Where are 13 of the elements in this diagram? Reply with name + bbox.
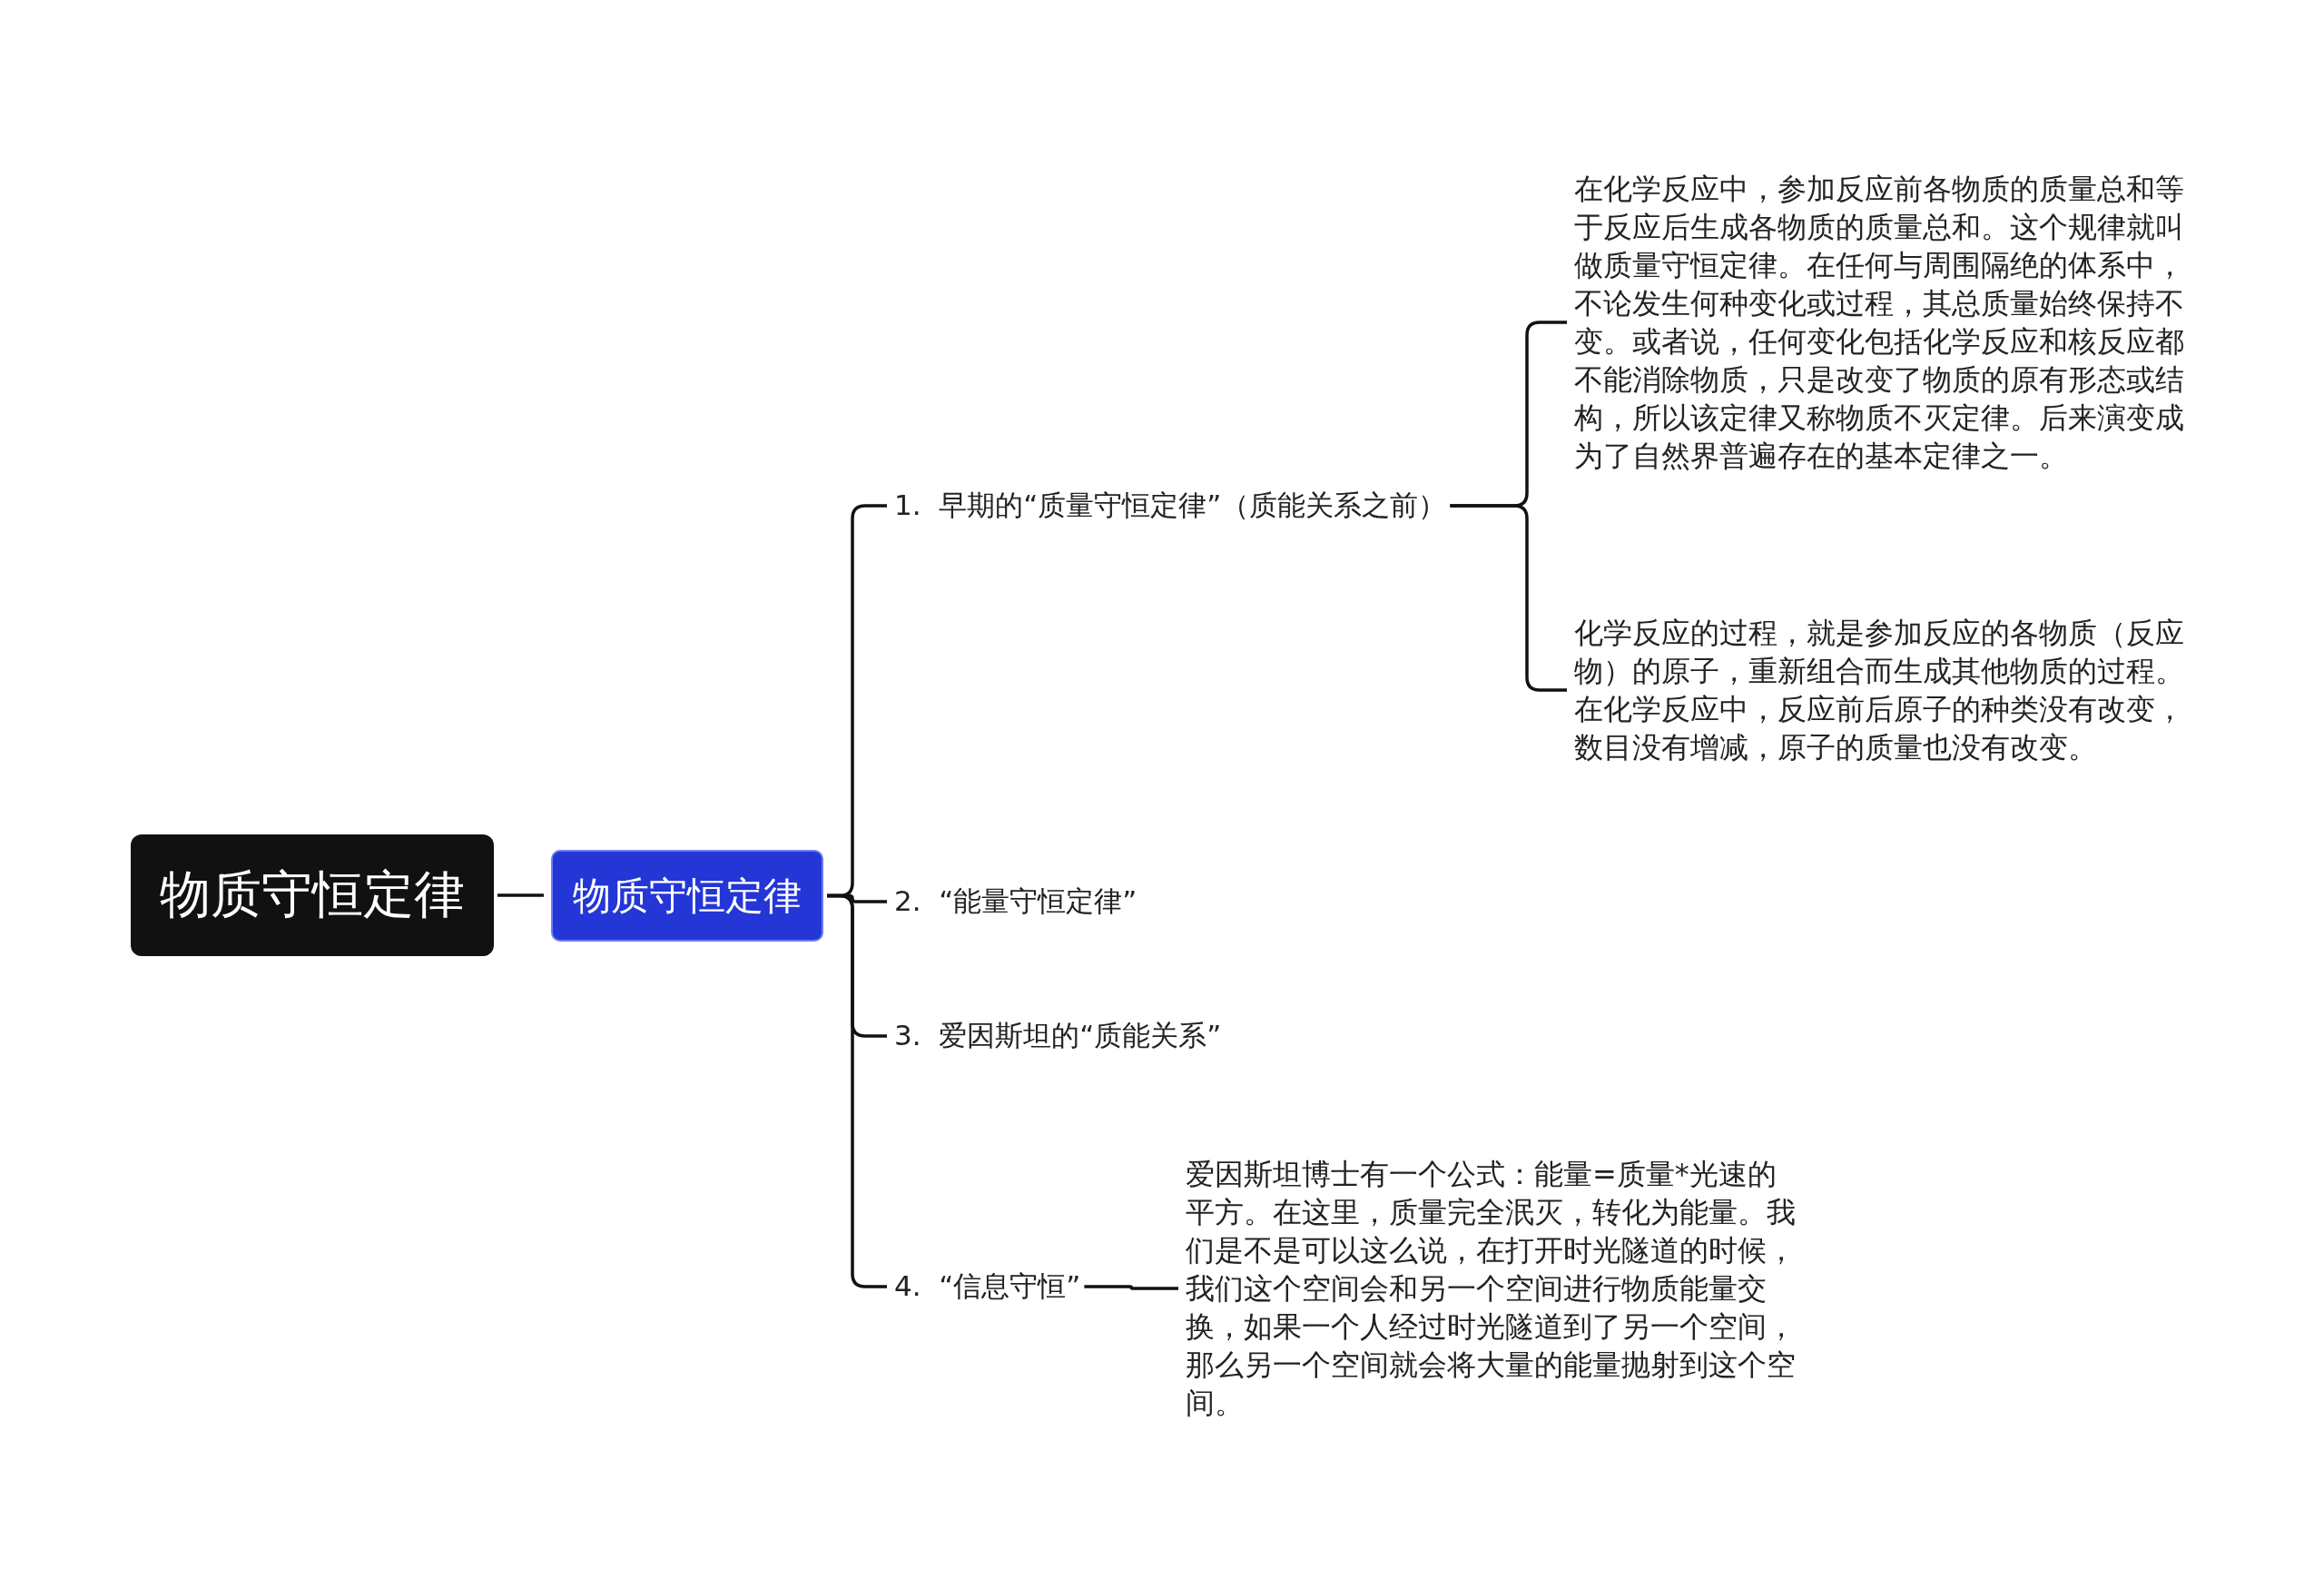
main-topic-box: 物质守恒定律 [551, 850, 823, 942]
root-topic-box: 物质守恒定律 [131, 834, 494, 956]
branch-topic-text: 1. 早期的“质量守恒定律”（质能关系之前） [894, 487, 1447, 525]
connector-line [827, 893, 887, 1288]
detail-paragraph: 爱因斯坦博士有一个公式：能量=质量*光速的平方。在这里，质量完全泯灭，转化为能量。我们是不是可以这么说，在打开时光隧道的时候，我们这个空间会和另一个空间进行物质能量交换，如果一个人经过时光隧道到了另一个空间，那么另一个空间就会将大量的能量抛射到这个空间。 [1186, 1155, 1803, 1422]
branch-topic-text: 4. “信息守恒” [894, 1268, 1081, 1306]
connector-line [497, 893, 544, 897]
detail-paragraph: 化学反应的过程，就是参加反应的各物质（反应物）的原子，重新组合而生成其他物质的过程。在化学反应中，反应前后原子的种类没有改变，数目没有增减，原子的质量也没有改变。 [1574, 614, 2191, 766]
connector-line [1450, 504, 1567, 692]
branch-topic-text: 3. 爱因斯坦的“质能关系” [894, 1017, 1222, 1055]
branch-topic-text: 2. “能量守恒定律” [894, 883, 1137, 921]
detail-paragraph: 在化学反应中，参加反应前各物质的质量总和等于反应后生成各物质的质量总和。这个规律就叫做质量守恒定律。在任何与周围隔绝的体系中，不论发生何种变化或过程，其总质量始终保持不变。或者说，任何变化包括化学反应和核反应都不能消除物质，只是改变了物质的原有形态或结构，所以该定律又称物质不灭定律。后来演变成为了自然界普遍存在的基本定律之一。 [1574, 170, 2191, 475]
connector-line [1084, 1285, 1178, 1290]
